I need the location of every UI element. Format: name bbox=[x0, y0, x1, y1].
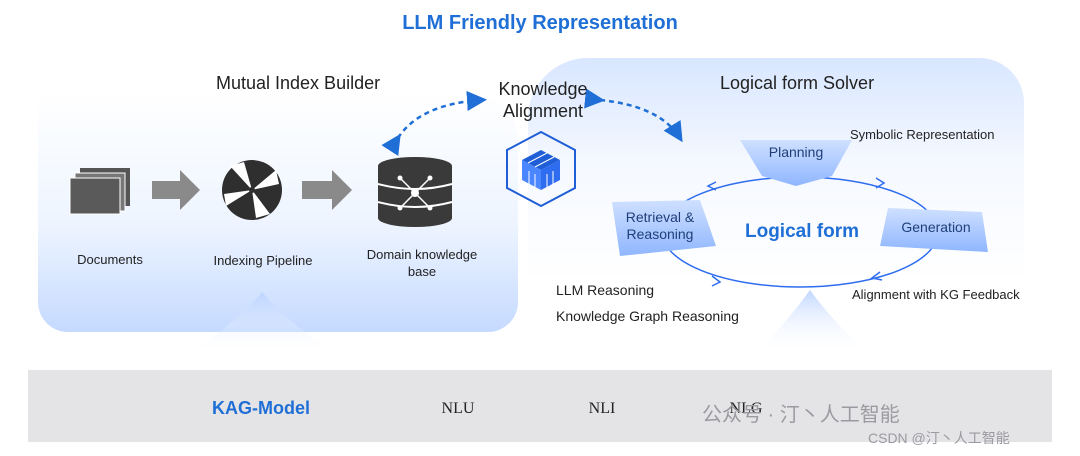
retrieval-label-line2: Reasoning bbox=[626, 226, 694, 242]
knowledge-alignment-line1: Knowledge bbox=[498, 79, 588, 99]
stage-nlg: NLG bbox=[729, 400, 763, 417]
alignment-cube-icon bbox=[506, 130, 576, 208]
right-spike bbox=[758, 290, 866, 352]
alignment-arc-left bbox=[381, 90, 487, 157]
planning-label: Planning bbox=[768, 144, 824, 160]
stage-nlu: NLU bbox=[441, 400, 475, 417]
knowledge-alignment-line2: Alignment bbox=[502, 101, 584, 121]
indexing-pipeline-label: Indexing Pipeline bbox=[213, 253, 313, 268]
watermark-line2: CSDN @汀丶人工智能 bbox=[868, 430, 1010, 446]
logical-form-core-label: Logical form bbox=[744, 221, 859, 242]
alignment-feedback-label: Alignment with KG Feedback bbox=[852, 287, 1020, 302]
kb-label-line2: base bbox=[407, 264, 437, 279]
kag-model-label: KAG-Model bbox=[212, 398, 310, 418]
stage-nli: NLI bbox=[588, 400, 616, 417]
knowledge-base-icon bbox=[377, 157, 453, 227]
diagram-title: LLM Friendly Representation bbox=[402, 12, 678, 34]
retrieval-shape bbox=[612, 200, 716, 256]
generation-shape bbox=[880, 208, 988, 252]
llm-reasoning-label: LLM Reasoning bbox=[556, 282, 655, 298]
arrow-docs-to-pipeline bbox=[152, 170, 200, 210]
watermark-line1: 公众号 · 汀丶人工智能 bbox=[702, 404, 900, 426]
generation-label: Generation bbox=[901, 219, 971, 235]
documents-label: Documents bbox=[77, 252, 143, 267]
symbolic-representation-label: Symbolic Representation bbox=[850, 127, 995, 142]
arrow-pipeline-to-kb bbox=[302, 170, 352, 210]
retrieval-label-line1: Retrieval & bbox=[625, 209, 695, 225]
pipeline-icon bbox=[222, 160, 282, 220]
kag-model-bar bbox=[28, 370, 1052, 442]
alignment-arc-right bbox=[584, 88, 683, 143]
kb-label-line1: Domain knowledge bbox=[366, 247, 478, 262]
left-spike bbox=[190, 292, 334, 352]
planning-shape bbox=[740, 140, 852, 186]
logical-form-solver-heading: Logical form Solver bbox=[720, 73, 875, 93]
mutual-index-builder-heading: Mutual Index Builder bbox=[216, 73, 381, 93]
documents-icon bbox=[69, 168, 130, 215]
kg-reasoning-label: Knowledge Graph Reasoning bbox=[556, 308, 739, 324]
